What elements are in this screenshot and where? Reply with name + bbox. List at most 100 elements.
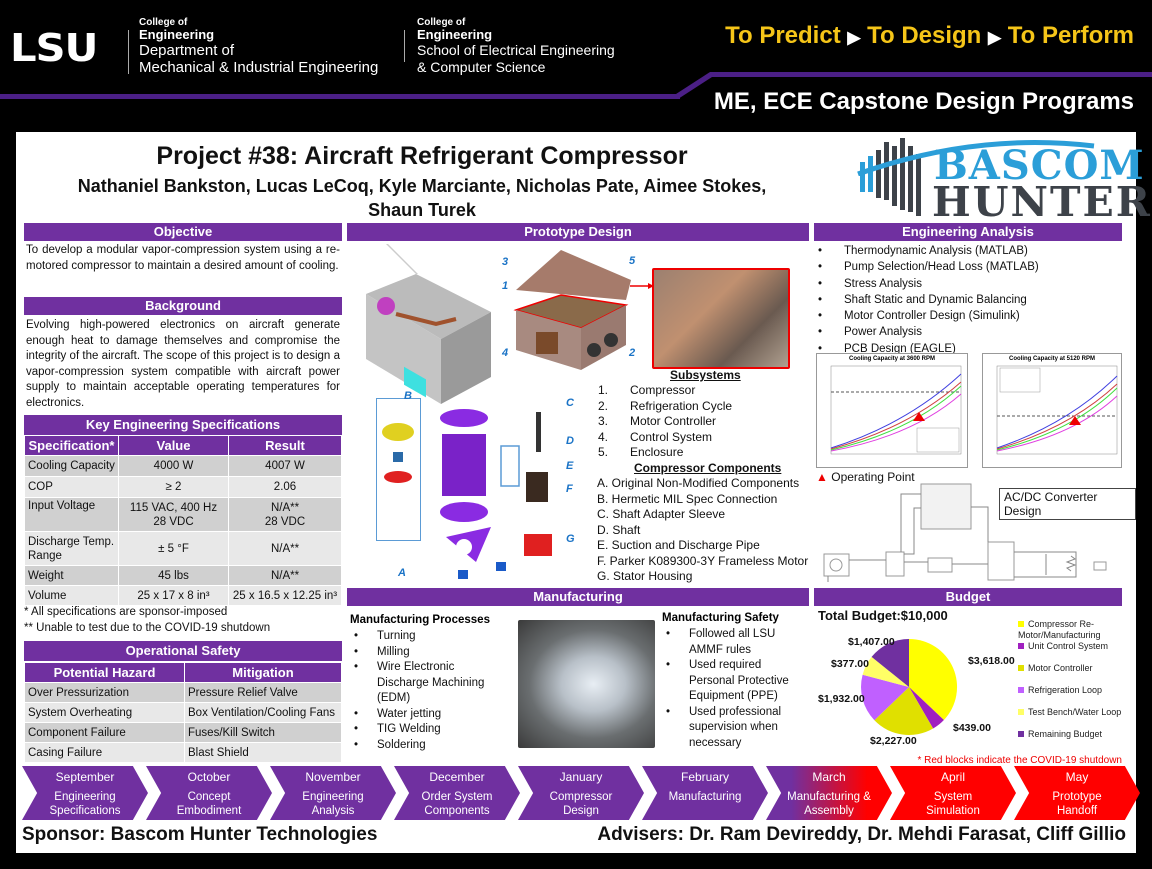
milling-photo <box>518 620 655 748</box>
legend-label: Refrigeration Loop <box>1028 685 1103 695</box>
background-heading: Background <box>24 297 342 315</box>
objective-text: To develop a modular vapor-compression s… <box>26 244 340 272</box>
callout-4: 4 <box>502 347 509 359</box>
callout-2: 2 <box>629 347 636 359</box>
timeline-month: January <box>559 770 603 784</box>
ece-school: College of Engineering School of Electri… <box>417 17 615 76</box>
cell: 115 VAC, 400 Hz 28 VDC <box>118 497 229 532</box>
timeline-month: February <box>680 770 730 784</box>
timeline-task: Manufacturing & Assembly <box>787 791 871 817</box>
dept-line2: Mechanical & Industrial Engineering <box>139 59 379 76</box>
process-label: Wire Electronic Discharge Machining (EDM… <box>377 661 485 704</box>
column-header: Value <box>118 435 229 456</box>
process-label: Soldering <box>377 738 426 751</box>
pie-label: $439.00 <box>953 722 991 734</box>
timeline-month: May <box>1065 770 1089 784</box>
timeline-month: October <box>187 770 231 784</box>
callout-3: 3 <box>502 256 509 268</box>
me-department: College of Engineering Department of Mec… <box>139 17 378 76</box>
legend-label: Motor Controller <box>1028 663 1093 673</box>
timeline-task: Concept Embodiment <box>176 791 242 817</box>
list-item: •Motor Controller Design (Simulink) <box>814 308 1039 324</box>
legend-item: Remaining Budget <box>1018 729 1126 740</box>
list-item: F. Parker K089300-3Y Frameless Motor <box>597 553 809 568</box>
arrow-right-icon <box>630 283 654 289</box>
original-components-box <box>376 398 421 541</box>
timeline-task: System Simulation <box>926 791 980 817</box>
table-header-row: Potential Hazard Mitigation <box>24 662 342 683</box>
list-item: E. Suction and Discharge Pipe <box>597 538 760 552</box>
cell: 45 lbs <box>118 565 229 586</box>
legend-item: Refrigeration Loop <box>1018 685 1126 696</box>
legend-item: Unit Control System <box>1018 641 1126 652</box>
cell: N/A** <box>228 531 342 566</box>
enclosure-photo <box>513 250 631 370</box>
list-item: 2.Refrigeration Cycle <box>598 398 733 413</box>
cell: Casing Failure <box>24 742 185 763</box>
college-label: Engineering <box>417 27 493 42</box>
cell: Fuses/Kill Switch <box>184 722 342 743</box>
cell: Volume <box>24 585 119 606</box>
subsystem-label: Compressor <box>630 383 696 397</box>
list-item: •Shaft Static and Dynamic Balancing <box>814 292 1039 308</box>
list-item: •Wire Electronic Discharge Machining (ED… <box>350 660 510 707</box>
list-item: 3.Motor Controller <box>598 414 717 428</box>
list-item: G. Stator Housing <box>597 569 693 583</box>
school-line2: & Computer Science <box>417 59 546 75</box>
program-title: ME, ECE Capstone Design Programs <box>713 88 1134 115</box>
callout-b: B <box>404 390 412 402</box>
timeline-task: Order System Components <box>421 791 493 817</box>
list-item: 4.Control System <box>598 429 713 444</box>
column-header: Result <box>228 435 342 456</box>
ac-dc-converter-schematic <box>823 483 1107 582</box>
timeline-task: Manufacturing <box>668 791 742 803</box>
analysis-item-label: Thermodynamic Analysis (MATLAB) <box>844 245 1028 257</box>
pie-label: $2,227.00 <box>870 735 917 747</box>
school-line1: School of Electrical Engineering <box>417 42 615 58</box>
components-title: Compressor Components <box>634 461 782 475</box>
analysis-item-label: Stress Analysis <box>844 277 922 290</box>
pie-label: $1,407.00 <box>848 636 895 648</box>
legend-label: Unit Control System <box>1028 641 1109 651</box>
analysis-list: •Thermodynamic Analysis (MATLAB) •Pump S… <box>814 243 1039 357</box>
timeline-month: March <box>812 770 846 784</box>
background-text: Evolving high-powered electronics on air… <box>26 319 340 409</box>
analysis-item-label: Motor Controller Design (Simulink) <box>844 310 1020 323</box>
process-label: Milling <box>377 645 410 658</box>
cell: Input Voltage <box>24 497 119 532</box>
operating-point-label: Operating Point <box>831 470 915 484</box>
callout-c: C <box>566 397 574 409</box>
list-item: •Followed all LSU AMMF rules <box>662 627 802 658</box>
list-item: •Stress Analysis <box>814 276 1039 292</box>
list-item: D. Shaft <box>597 522 641 537</box>
processes-title: Manufacturing Processes <box>350 614 490 626</box>
timeline-month: September <box>55 770 115 784</box>
subsystem-label: Motor Controller <box>630 414 717 428</box>
exploded-compressor-image <box>382 409 552 579</box>
legend-item: Motor Controller <box>1018 663 1126 674</box>
tagline-design: To Design <box>867 22 982 49</box>
timeline-month: December <box>429 770 485 784</box>
specs-table: Specification* Value Result Cooling Capa… <box>24 435 342 606</box>
manufacturing-heading: Manufacturing <box>347 588 809 606</box>
list-item: •Pump Selection/Head Loss (MATLAB) <box>814 259 1039 275</box>
legend-item: Compressor Re-Motor/Manufacturing <box>1018 619 1126 641</box>
process-label: TIG Welding <box>377 723 441 735</box>
process-label: Water jetting <box>377 707 442 720</box>
subsystem-label: Refrigeration Cycle <box>630 398 733 413</box>
cell: ± 5 °F <box>118 531 229 566</box>
callout-g: G <box>566 533 575 545</box>
mfg-safety-list: •Followed all LSU AMMF rules •Used requi… <box>662 627 802 751</box>
specs-footnote-2: ** Unable to test due to the COVID-19 sh… <box>24 622 271 634</box>
divider <box>128 30 129 74</box>
cell: N/A** <box>228 565 342 586</box>
